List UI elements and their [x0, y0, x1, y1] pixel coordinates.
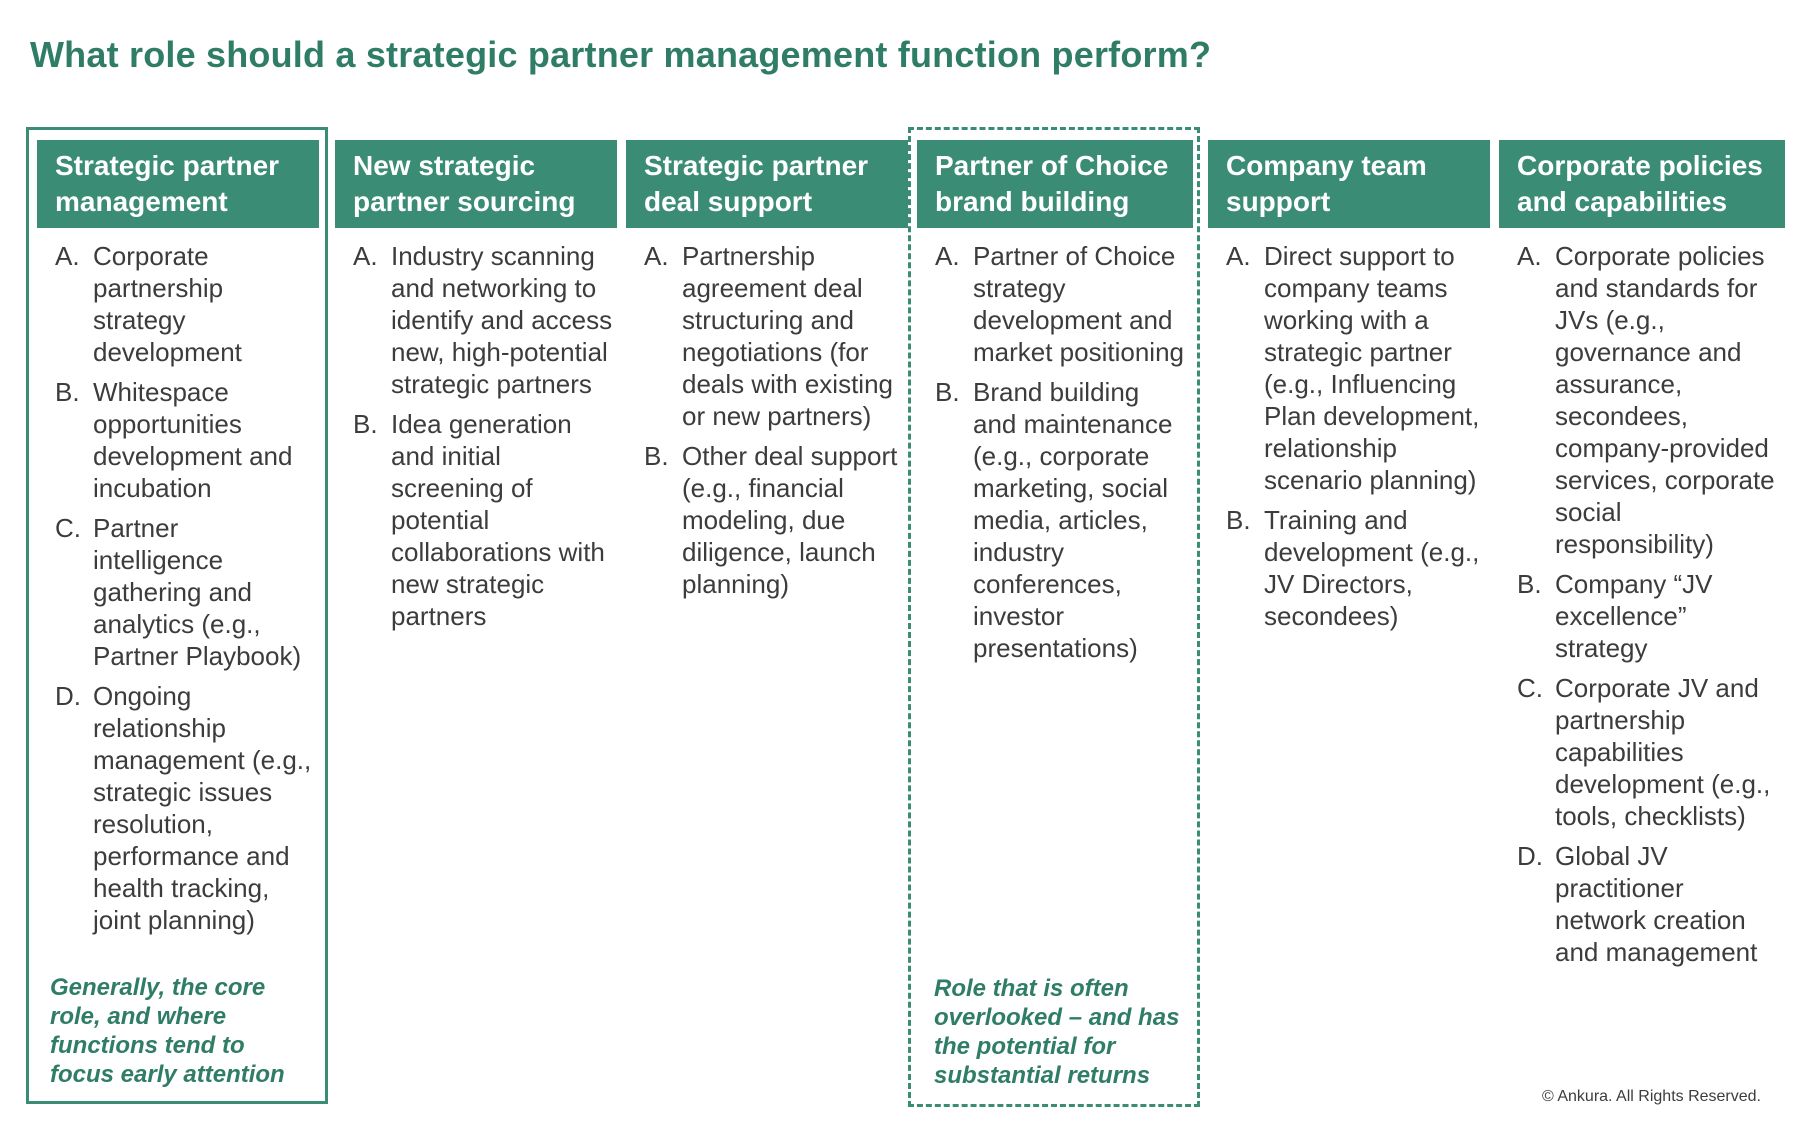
role-list: A. Partnership agreement deal structuring… — [626, 228, 908, 600]
overlooked-role-highlight-frame — [908, 127, 1200, 1107]
item-letter: D. — [1517, 841, 1543, 871]
item-text: Partner intelligence gathering and analy… — [93, 513, 302, 671]
item-text: Company “JV excellence” strategy — [1555, 569, 1713, 663]
list-item: A. Partner of Choice strategy development… — [917, 240, 1193, 368]
column-new-strategic-partner-sourcing: New strategic partner sourcing A. Industr… — [335, 140, 617, 640]
column-partner-of-choice-brand-building: Partner of Choice brand building A. Partn… — [917, 140, 1193, 672]
column-company-team-support: Company team support A. Direct support to… — [1208, 140, 1490, 640]
column-heading: New strategic partner sourcing — [335, 140, 617, 228]
item-letter: D. — [55, 681, 81, 711]
column-heading: Strategic partner deal support — [626, 140, 908, 228]
list-item: A. Corporate policies and standards for J… — [1499, 240, 1785, 560]
item-letter: A. — [935, 241, 960, 271]
list-item: B. Other deal support (e.g., financial mo… — [626, 440, 908, 600]
role-list: A. Corporate partnership strategy develop… — [37, 228, 319, 936]
item-text: Brand building and maintenance (e.g., co… — [973, 377, 1173, 663]
item-text: Partner of Choice strategy development a… — [973, 241, 1184, 367]
list-item: B. Idea generation and initial screening … — [335, 408, 617, 632]
column-heading: Corporate policies and capabilities — [1499, 140, 1785, 228]
list-item: B. Company “JV excellence” strategy — [1499, 568, 1785, 664]
item-text: Training and development (e.g., JV Direc… — [1264, 505, 1480, 631]
list-item: B. Brand building and maintenance (e.g., … — [917, 376, 1193, 664]
item-letter: B. — [935, 377, 960, 407]
item-text: Whitespace opportunities development and… — [93, 377, 293, 503]
item-letter: A. — [55, 241, 80, 271]
item-letter: B. — [353, 409, 378, 439]
list-item: A. Partnership agreement deal structuring… — [626, 240, 908, 432]
core-role-highlight-frame — [26, 127, 328, 1104]
item-letter: B. — [1226, 505, 1251, 535]
column-heading: Company team support — [1208, 140, 1490, 228]
item-text: Corporate policies and standards for JVs… — [1555, 241, 1775, 559]
list-item: B. Whitespace opportunities development a… — [37, 376, 319, 504]
item-letter: A. — [644, 241, 669, 271]
copyright-notice: © Ankura. All Rights Reserved. — [1542, 1088, 1761, 1105]
item-letter: C. — [55, 513, 81, 543]
item-text: Ongoing relationship management (e.g., s… — [93, 681, 312, 935]
list-item: C. Corporate JV and partnership capabilit… — [1499, 672, 1785, 832]
list-item: B. Training and development (e.g., JV Dir… — [1208, 504, 1490, 632]
column-heading: Partner of Choice brand building — [917, 140, 1193, 228]
column-strategic-partner-deal-support: Strategic partner deal support A. Partner… — [626, 140, 908, 608]
item-text: Partnership agreement deal structuring a… — [682, 241, 893, 431]
list-item: C. Partner intelligence gathering and ana… — [37, 512, 319, 672]
column-strategic-partner-management: Strategic partner management A. Corporate… — [37, 140, 319, 944]
core-role-note: Generally, the core role, and where func… — [50, 974, 285, 1088]
role-list: A. Direct support to company teams workin… — [1208, 228, 1490, 632]
list-item: A. Corporate partnership strategy develop… — [37, 240, 319, 368]
item-text: Direct support to company teams working … — [1264, 241, 1480, 495]
list-item: D. Global JV practitioner network creatio… — [1499, 840, 1785, 968]
page-title: What role should a strategic partner man… — [30, 34, 1212, 75]
item-text: Industry scanning and networking to iden… — [391, 241, 613, 399]
list-item: A. Direct support to company teams workin… — [1208, 240, 1490, 496]
list-item: A. Industry scanning and networking to id… — [335, 240, 617, 400]
overlooked-role-note: Role that is often overlooked – and has … — [934, 975, 1180, 1089]
item-text: Other deal support (e.g., financial mode… — [682, 441, 898, 599]
role-list: A. Corporate policies and standards for J… — [1499, 228, 1785, 968]
role-list: A. Industry scanning and networking to id… — [335, 228, 617, 632]
item-letter: C. — [1517, 673, 1543, 703]
item-letter: B. — [644, 441, 669, 471]
item-letter: A. — [1226, 241, 1251, 271]
item-letter: A. — [1517, 241, 1542, 271]
role-list: A. Partner of Choice strategy development… — [917, 228, 1193, 664]
item-text: Corporate JV and partnership capabilitie… — [1555, 673, 1771, 831]
item-letter: B. — [1517, 569, 1542, 599]
item-text: Global JV practitioner network creation … — [1555, 841, 1758, 967]
item-text: Corporate partnership strategy developme… — [93, 241, 242, 367]
column-heading: Strategic partner management — [37, 140, 319, 228]
item-letter: B. — [55, 377, 80, 407]
column-corporate-policies-and-capabilities: Corporate policies and capabilities A. Co… — [1499, 140, 1785, 976]
list-item: D. Ongoing relationship management (e.g.,… — [37, 680, 319, 936]
item-letter: A. — [353, 241, 378, 271]
item-text: Idea generation and initial screening of… — [391, 409, 605, 631]
